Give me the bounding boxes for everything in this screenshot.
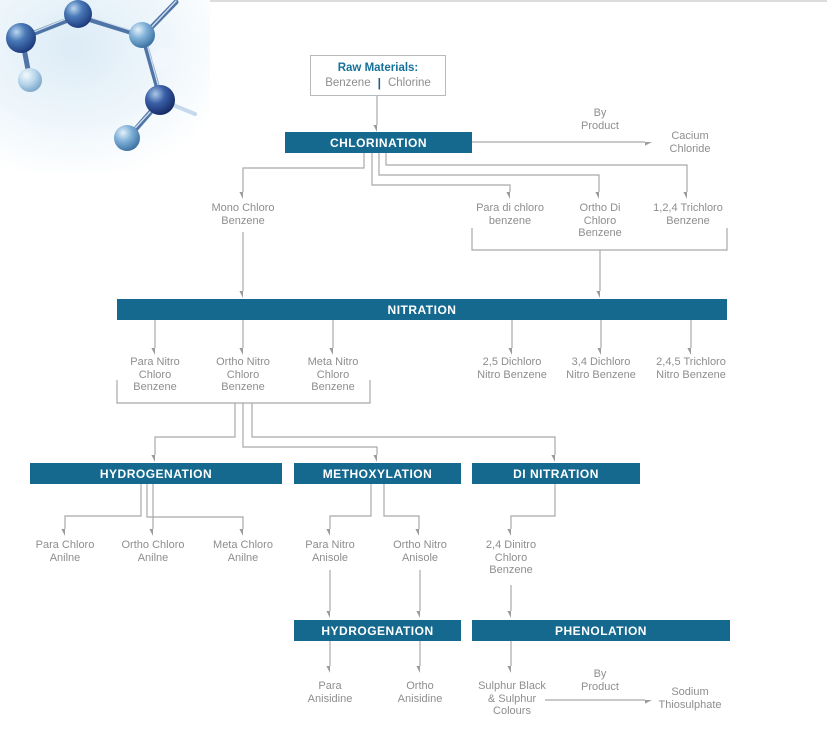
node-24-dinitro-chloro-benzene: 2,4 Dinitro Chloro Benzene: [485, 539, 537, 576]
node-meta-nitro-chloro-benzene: Meta Nitro Chloro Benzene: [307, 356, 359, 393]
node-ortho-nitro-anisole: Ortho Nitro Anisole: [393, 539, 447, 564]
process-bar-di-nitration: DI NITRATION: [472, 463, 640, 484]
node-ortho-nitro-chloro-benzene: Ortho Nitro Chloro Benzene: [216, 356, 270, 393]
raw-material-chlorine: Chlorine: [387, 76, 431, 89]
top-rule: [207, 0, 827, 2]
node-para-anisidine: Para Anisidine: [307, 680, 353, 705]
node-124-trichloro-benzene: 1,2,4 Trichloro Benzene: [653, 202, 723, 227]
process-bar-nitration: NITRATION: [117, 299, 727, 320]
raw-materials-items: Benzene | Chlorine: [325, 76, 431, 90]
raw-materials-divider: |: [377, 75, 381, 90]
node-para-nitro-chloro-benzene: Para Nitro Chloro Benzene: [130, 356, 180, 393]
raw-material-benzene: Benzene: [325, 76, 371, 89]
process-bar-hydrogenation-1: HYDROGENATION: [30, 463, 282, 484]
process-bar-hydrogenation-2: HYDROGENATION: [294, 620, 461, 641]
raw-materials-title: Raw Materials:: [337, 61, 419, 74]
node-25-dichloro-nitro-benzene: 2,5 Dichloro Nitro Benzene: [477, 356, 547, 381]
molecule-decoration-icon: [0, 0, 210, 172]
node-para-di-chloro-benzene: Para di chloro benzene: [476, 202, 544, 227]
node-ortho-di-chloro-benzene: Ortho Di Chloro Benzene: [578, 202, 622, 239]
node-245-trichloro-nitro-benzene: 2,4,5 Trichloro Nitro Benzene: [656, 356, 726, 381]
node-para-chloro-anilne: Para Chloro Anilne: [35, 539, 95, 564]
node-mono-chloro-benzene: Mono Chloro Benzene: [211, 202, 275, 227]
process-bar-methoxylation: METHOXYLATION: [294, 463, 461, 484]
process-bar-chlorination: CHLORINATION: [285, 132, 472, 153]
node-by-product-bottom: By Product: [581, 668, 619, 693]
node-cacium-chloride: Cacium Chloride: [669, 130, 711, 155]
node-ortho-anisidine: Ortho Anisidine: [397, 680, 443, 705]
raw-materials-box: Raw Materials: Benzene | Chlorine: [310, 55, 446, 96]
node-sulphur-black-colours: Sulphur Black & Sulphur Colours: [478, 680, 546, 717]
node-meta-chloro-anilne: Meta Chloro Anilne: [213, 539, 273, 564]
node-34-dichloro-nitro-benzene: 3,4 Dichloro Nitro Benzene: [566, 356, 636, 381]
node-sodium-thiosulphate: Sodium Thiosulphate: [658, 686, 722, 711]
process-bar-phenolation: PHENOLATION: [472, 620, 730, 641]
node-ortho-chloro-anilne: Ortho Chloro Anilne: [121, 539, 185, 564]
node-para-nitro-anisole: Para Nitro Anisole: [305, 539, 355, 564]
node-by-product-top: By Product: [581, 107, 619, 132]
